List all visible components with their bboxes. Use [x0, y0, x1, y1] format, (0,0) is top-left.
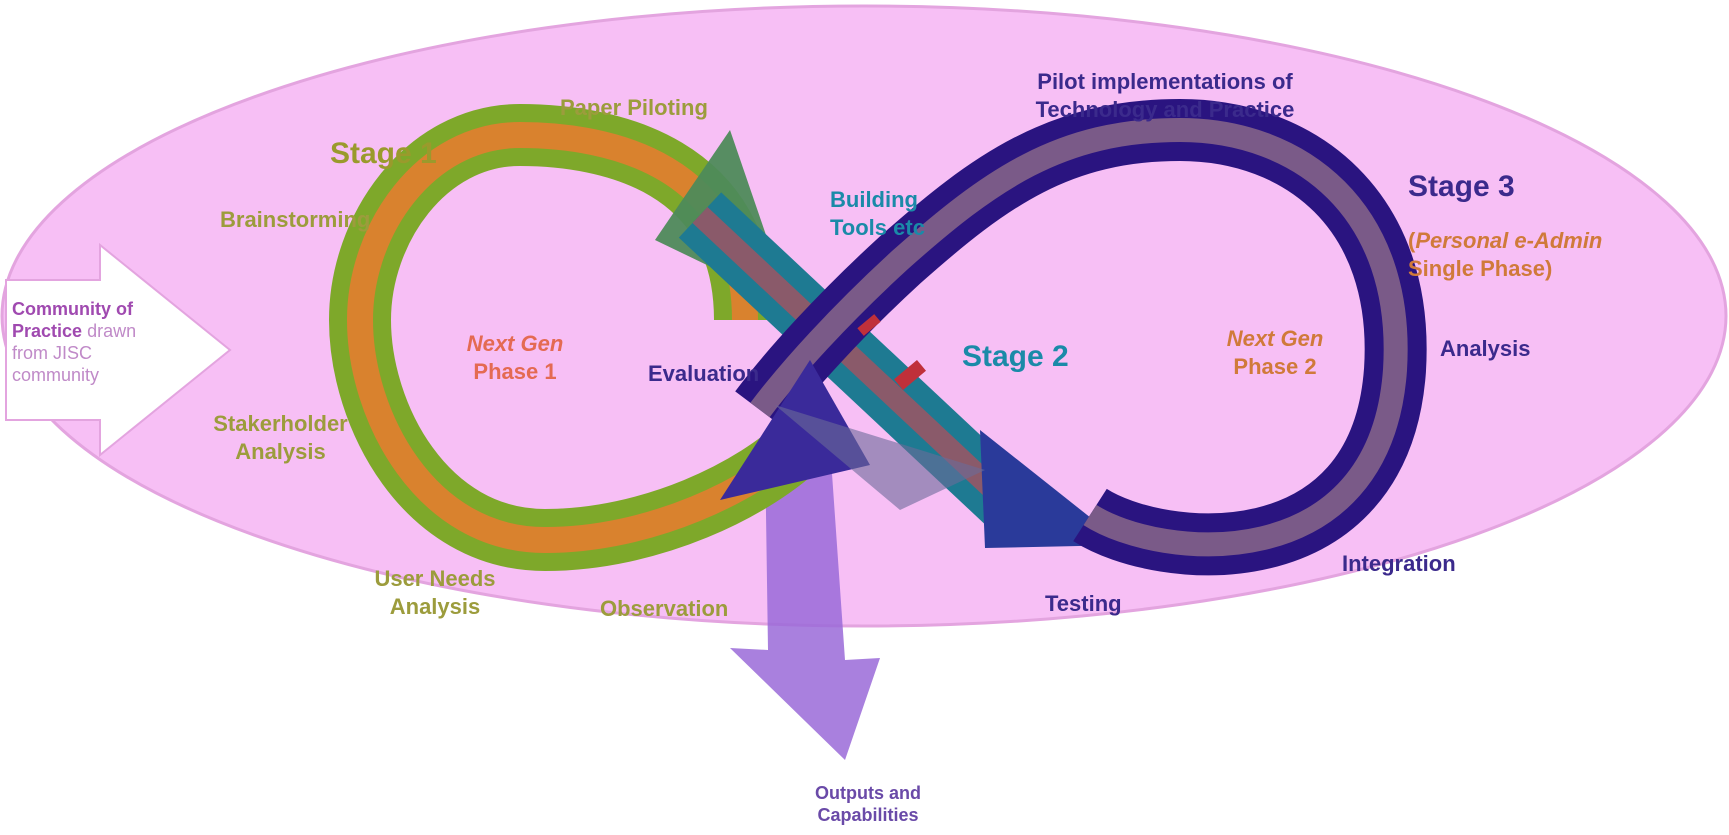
- stage3-label: Stage 3: [1408, 170, 1515, 203]
- observation-label: Observation: [600, 596, 729, 621]
- community-of-practice-label: Community of Practice drawn from JISC co…: [12, 299, 137, 385]
- user-needs-analysis-label: User Needs Analysis: [374, 566, 496, 619]
- testing-label: Testing: [1045, 591, 1122, 616]
- stage1-label: Stage 1: [330, 137, 437, 170]
- pilot-implementations-label: Pilot implementations of Technology and …: [1035, 69, 1295, 122]
- evaluation-arrowhead: [720, 360, 870, 500]
- outputs-arrow: [730, 445, 880, 760]
- stakeholder-analysis-label: Stakerholder Analysis: [213, 411, 348, 464]
- integration-label: Integration: [1342, 551, 1456, 576]
- stage3-subtitle: (Personal e-Admin Single Phase): [1408, 228, 1603, 281]
- analysis-label: Analysis: [1440, 336, 1531, 361]
- building-tools-label: Building Tools etc: [830, 187, 925, 240]
- crossing-mark: [894, 359, 926, 391]
- evaluation-label: Evaluation: [648, 361, 760, 386]
- community-input-arrow: [5, 242, 232, 458]
- stage2-label: Stage 2: [962, 340, 1069, 373]
- next-gen-phase2-label: Next Gen Phase 2: [1226, 326, 1324, 379]
- paper-piloting-label: Paper Piloting: [560, 95, 708, 120]
- next-gen-phase1-label: Next Gen Phase 1: [466, 331, 564, 384]
- stage3-loop: [720, 98, 1427, 576]
- outputs-capabilities-label: Outputs and Capabilities: [815, 783, 921, 825]
- crossing-mark: [857, 314, 881, 336]
- brainstorming-label: Brainstorming: [220, 207, 371, 232]
